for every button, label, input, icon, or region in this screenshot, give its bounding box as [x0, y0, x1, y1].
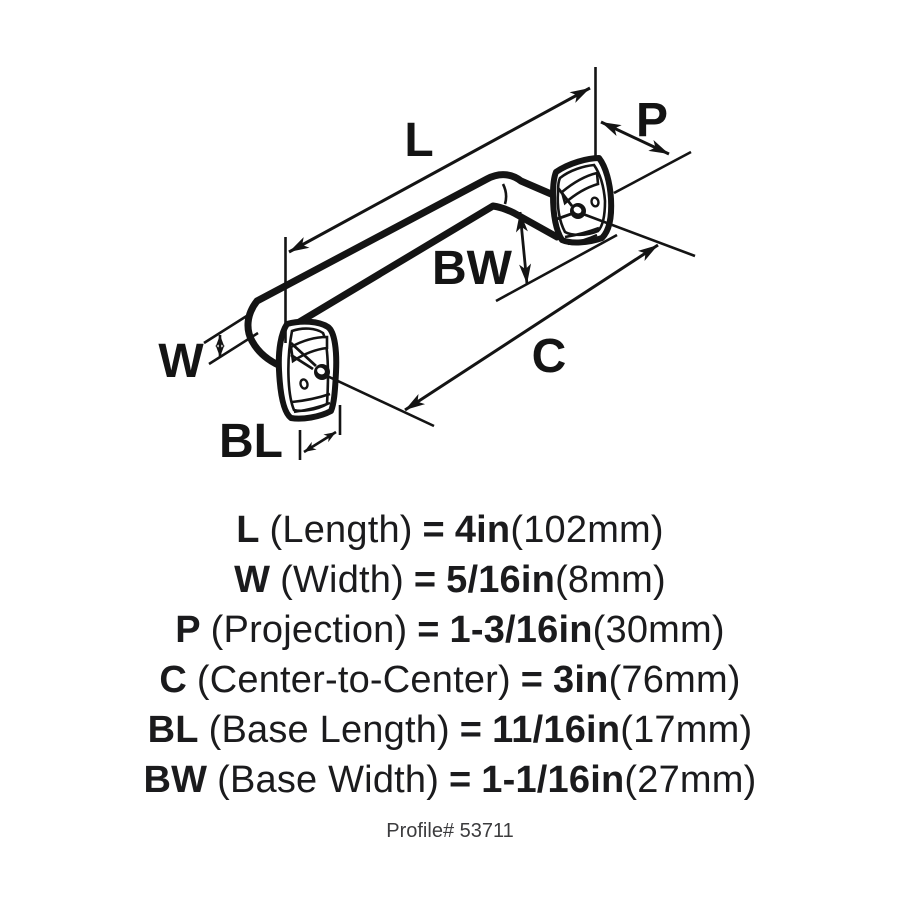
base-left-lower-band-1	[291, 392, 331, 404]
pull-handle-diagram-svg: L P BW W C	[158, 67, 696, 468]
spec-metric: (76mm)	[608, 659, 741, 701]
profile-number: Profile# 53711	[386, 820, 514, 842]
dim-line-L	[288, 86, 591, 254]
spec-value: 11/16in	[492, 709, 621, 751]
spec-line-base-width: BW(Base Width)=1-1/16in(27mm)	[0, 755, 900, 805]
spec-code: L	[236, 509, 260, 551]
dim-label-BL: BL	[219, 415, 283, 468]
dim-P: P	[600, 94, 692, 195]
spec-code: BL	[147, 709, 199, 751]
spec-label: (Length)	[269, 509, 413, 551]
spec-list: L(Length)=4in(102mm) W(Width)=5/16in(8mm…	[0, 505, 900, 805]
spec-label: (Projection)	[210, 609, 408, 651]
spec-value: 4in	[454, 509, 511, 551]
pilot-hole-left	[299, 378, 309, 390]
base-left-upper-band	[289, 335, 329, 364]
dim-label-W: W	[158, 335, 204, 388]
spec-code: P	[175, 609, 201, 651]
spec-metric: (8mm)	[555, 559, 666, 601]
spec-line-projection: P(Projection)=1-3/16in(30mm)	[0, 605, 900, 655]
spec-value: 1-3/16in	[449, 609, 593, 651]
spec-label: (Base Width)	[217, 759, 440, 801]
spec-code: C	[159, 659, 187, 701]
spec-equals: =	[459, 709, 483, 751]
bar-end-wedge-left-2	[290, 353, 314, 371]
spec-metric: (17mm)	[620, 709, 753, 751]
dim-line-BL	[303, 430, 337, 454]
dim-label-BW: BW	[432, 242, 513, 295]
ext-line-W-lower	[208, 331, 259, 366]
bar-end-wedge-left-1	[290, 341, 317, 368]
spec-line-width: W(Width)=5/16in(8mm)	[0, 555, 900, 605]
spec-equals: =	[422, 509, 445, 551]
dim-BL: BL	[219, 405, 342, 468]
base-right	[550, 155, 615, 246]
dim-label-L: L	[404, 114, 433, 167]
spec-equals: =	[448, 759, 472, 801]
spec-value: 3in	[553, 659, 609, 701]
spec-value: 5/16in	[446, 559, 556, 601]
spec-metric: (102mm)	[510, 509, 664, 551]
dim-W: W	[158, 310, 259, 388]
spec-equals: =	[413, 559, 437, 601]
spec-line-center-to-center: C(Center-to-Center)=3in(76mm)	[0, 655, 900, 705]
base-left-lower-band-2	[293, 401, 331, 414]
dim-C: C	[324, 212, 696, 428]
ext-line-C-right	[582, 212, 696, 258]
dim-label-C: C	[532, 330, 567, 383]
spec-value: 1-1/16in	[481, 759, 625, 801]
spec-metric: (27mm)	[624, 759, 757, 801]
spec-label: (Center-to-Center)	[196, 659, 511, 701]
spec-code: BW	[143, 759, 208, 801]
spec-label: (Base Length)	[208, 709, 450, 751]
spec-code: W	[234, 559, 271, 601]
spec-line-length: L(Length)=4in(102mm)	[0, 505, 900, 555]
dim-line-P	[600, 120, 670, 156]
dim-line-C	[404, 243, 659, 412]
spec-equals: =	[417, 609, 440, 651]
ext-line-W-upper	[203, 310, 254, 345]
ext-line-BW-bottom	[495, 233, 618, 303]
spec-label: (Width)	[280, 559, 404, 601]
base-left	[275, 318, 340, 422]
ext-line-C-left	[324, 373, 435, 428]
spec-metric: (30mm)	[592, 609, 725, 651]
pilot-hole-right	[590, 196, 600, 208]
dim-label-P: P	[636, 94, 668, 147]
ext-line-P	[613, 150, 692, 195]
dim-L: L	[284, 67, 597, 343]
dimension-diagram: L P BW W C	[158, 67, 696, 468]
screw-slot-left	[317, 367, 325, 375]
base-right-outline	[550, 155, 615, 246]
spec-equals: =	[520, 659, 544, 701]
spec-line-base-length: BL(Base Length)=11/16in(17mm)	[0, 705, 900, 755]
